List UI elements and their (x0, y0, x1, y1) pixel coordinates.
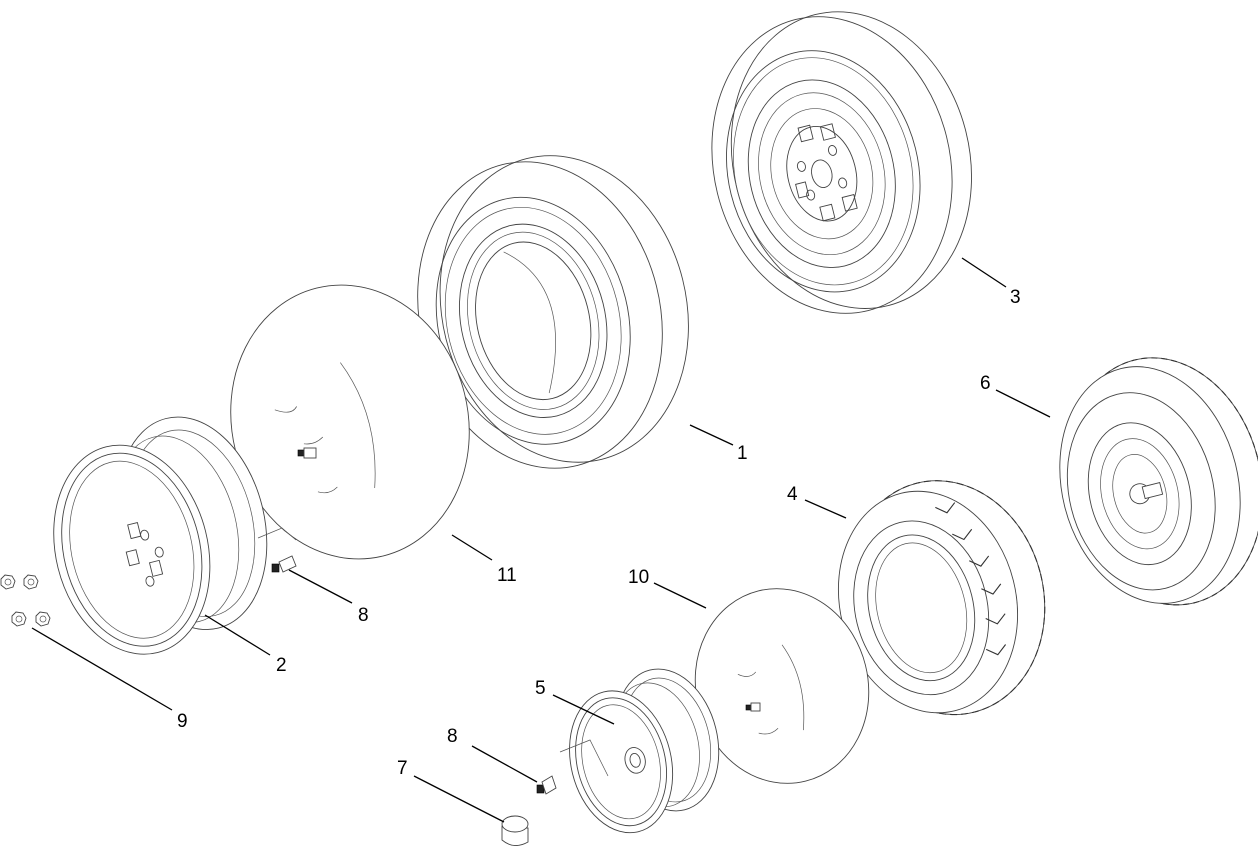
valve-stem-on-tube (297, 447, 317, 459)
callout-8-lower: 8 (447, 726, 458, 747)
callout-8-upper: 8 (358, 605, 369, 626)
callout-1: 1 (737, 443, 748, 464)
front-tire (837, 480, 1046, 716)
lug-nuts (0, 574, 51, 627)
valve-stem-on-front-tube (745, 702, 761, 712)
callout-2: 2 (276, 655, 287, 676)
rear-rim (53, 416, 268, 655)
valve-stem-rear (257, 527, 297, 573)
callout-labels: 1 2 3 4 5 6 7 8 8 9 10 11 (177, 287, 1021, 779)
callout-11: 11 (497, 565, 517, 586)
leader-lines (31, 257, 1051, 823)
callout-7: 7 (397, 758, 408, 779)
front-wheel-assembly (1059, 357, 1258, 606)
valve-stem-front (536, 739, 609, 795)
callout-6: 6 (980, 373, 991, 394)
callout-4: 4 (787, 484, 798, 505)
bushing (501, 815, 529, 846)
callout-5: 5 (535, 678, 546, 699)
front-rim (569, 668, 720, 834)
callout-10: 10 (628, 567, 649, 588)
rear-wheel-assembly (711, 11, 972, 314)
callout-9: 9 (177, 711, 188, 732)
callout-3: 3 (1010, 287, 1021, 308)
